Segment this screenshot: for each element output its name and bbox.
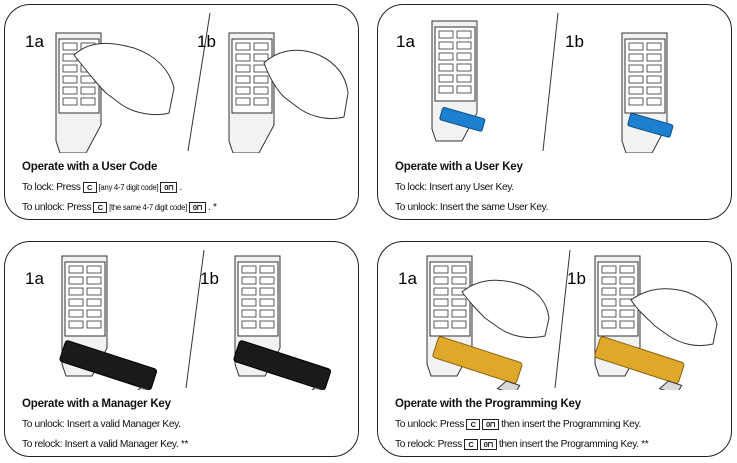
unlock-instruction-text: To unlock: Press xyxy=(395,419,465,430)
key-fob-icon xyxy=(594,336,685,390)
lock-end-text: . xyxy=(179,182,182,193)
illustration-programming-key: 1a 1b xyxy=(387,250,724,390)
panel-user-code: 1a 1b xyxy=(4,4,359,220)
step-label-a: 1a xyxy=(25,269,44,288)
illustration-user-key: 1a 1b xyxy=(387,13,724,153)
step-label-b: 1b xyxy=(200,269,219,288)
step-label-a: 1a xyxy=(396,32,415,51)
panel-programming-key: 1a 1b xyxy=(377,241,732,457)
step-label-a: 1a xyxy=(398,269,417,288)
hand-icon xyxy=(461,279,550,339)
unlock-instruction-text: To unlock: Press xyxy=(22,202,92,213)
lock-key-icon: 0⊓ xyxy=(160,182,178,193)
lock-instruction-text: To lock: Press xyxy=(22,182,81,193)
illustration-manager-key: 1a 1b xyxy=(14,250,351,390)
lock-instruction: To lock: Press C [any 4-7 digit code] 0⊓… xyxy=(22,182,182,193)
divider-line xyxy=(542,13,559,152)
c-key-icon: C xyxy=(93,202,108,213)
hand-icon xyxy=(630,288,718,347)
relock-instruction: To relock: Press C 0⊓ then insert the Pr… xyxy=(395,439,649,450)
step-label-b: 1b xyxy=(567,269,586,288)
c-key-icon: C xyxy=(82,182,97,193)
panel-manager-key: 1a 1b xyxy=(4,241,359,457)
unlock-instruction: To unlock: Press C [the same 4-7 digit c… xyxy=(22,202,217,213)
divider-line xyxy=(554,250,571,389)
panel-title: Operate with a Manager Key xyxy=(22,398,171,410)
lock-key-icon: 0⊓ xyxy=(482,419,500,430)
key-fob-icon xyxy=(432,336,523,390)
unlock-suffix-text: then insert the Programming Key. xyxy=(501,419,641,430)
unlock-end-text: . * xyxy=(208,202,217,213)
hand-icon xyxy=(263,49,349,120)
keypad-lock-icon xyxy=(228,32,275,153)
step-label-b: 1b xyxy=(565,32,584,51)
key-fob-icon xyxy=(233,340,332,390)
key-fob-icon xyxy=(627,112,674,138)
panel-title: Operate with the Programming Key xyxy=(395,398,581,410)
panel-title: Operate with a User Key xyxy=(395,161,523,173)
key-fob-icon xyxy=(59,340,158,390)
relock-instruction: To relock: Insert a valid Manager Key. *… xyxy=(22,439,189,450)
step-label-a: 1a xyxy=(25,32,44,51)
lock-instruction: To lock: Insert any User Key. xyxy=(395,182,514,193)
unlock-instruction: To unlock: Insert a valid Manager Key. xyxy=(22,419,181,430)
hand-icon xyxy=(73,42,175,116)
lock-key-icon: 0⊓ xyxy=(189,202,207,213)
unlock-code-text: [the same 4-7 digit code] xyxy=(109,203,188,212)
panel-user-key: 1a 1b xyxy=(377,4,732,220)
key-fob-icon xyxy=(439,106,486,132)
illustration-user-code: 1a 1b xyxy=(14,13,351,153)
c-key-icon: C xyxy=(463,439,478,450)
c-key-icon: C xyxy=(466,419,481,430)
relock-instruction-text: To relock: Press xyxy=(395,439,462,450)
relock-suffix-text: then insert the Programming Key. ** xyxy=(498,439,649,450)
unlock-instruction: To unlock: Press C 0⊓ then insert the Pr… xyxy=(395,419,641,430)
panel-title: Operate with a User Code xyxy=(22,161,158,173)
divider-line xyxy=(185,250,205,389)
unlock-instruction: To unlock: Insert the same User Key. xyxy=(395,202,549,213)
step-label-b: 1b xyxy=(197,32,216,51)
lock-code-text: [any 4-7 digit code] xyxy=(98,183,159,192)
divider-line xyxy=(187,13,211,152)
lock-key-icon: 0⊓ xyxy=(479,439,497,450)
